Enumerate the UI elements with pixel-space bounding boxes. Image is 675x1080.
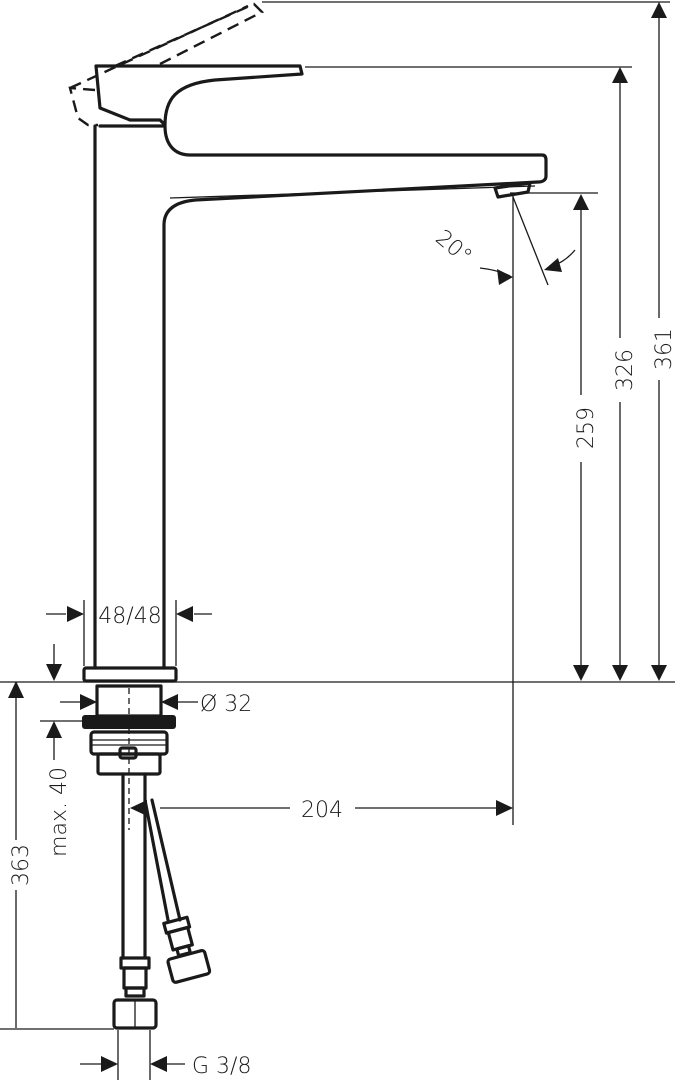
label-base-width: 48/48 <box>98 604 161 629</box>
thread-dimension <box>80 1030 185 1080</box>
dimension-lines-right <box>573 2 667 681</box>
max-thickness-dimension <box>40 644 82 760</box>
angle-dimension <box>479 193 576 825</box>
label-spout-angle: 20° <box>430 226 476 270</box>
label-connection-thread: G 3/8 <box>192 1054 251 1079</box>
label-total-height: 361 <box>652 328 675 370</box>
label-spout-reach: 204 <box>301 798 343 823</box>
mounting-shank <box>82 684 212 1030</box>
faucet-body <box>82 64 548 683</box>
label-max-thickness: max. 40 <box>47 767 72 857</box>
shank-diameter-dimension <box>60 694 198 710</box>
label-shank-diameter: Ø 32 <box>200 692 252 717</box>
label-lever-height: 326 <box>613 349 638 391</box>
lever-open-dashed <box>68 2 265 127</box>
base-width-dimension <box>46 600 212 666</box>
label-hose-length: 363 <box>9 844 34 886</box>
hose-length-dimension <box>0 681 114 1030</box>
spout-reach-dimension <box>130 800 513 816</box>
label-spout-height: 259 <box>574 407 599 449</box>
